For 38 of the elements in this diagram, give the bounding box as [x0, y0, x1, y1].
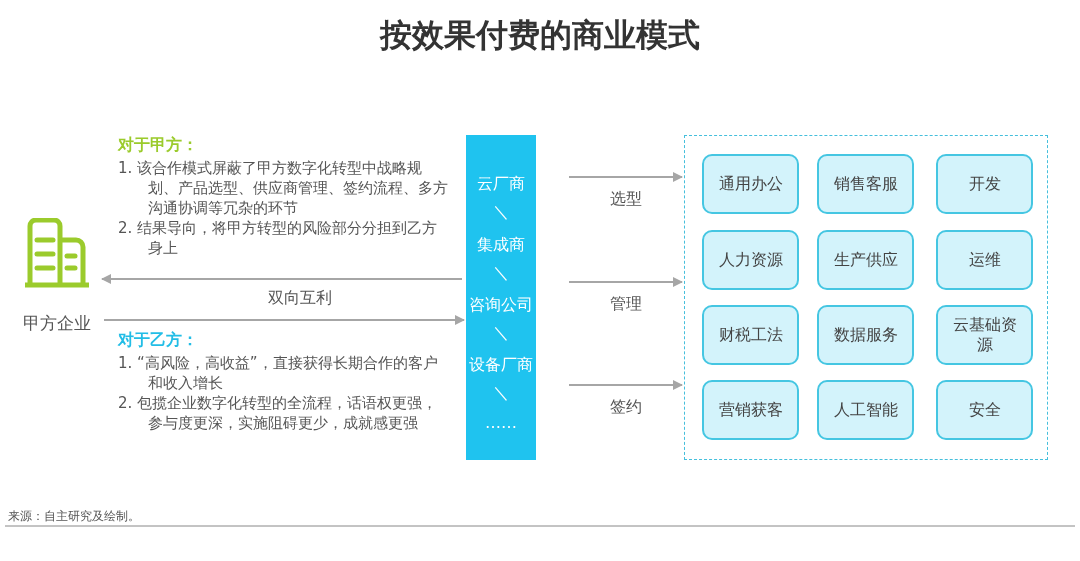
source-note: 来源：自主研究及绘制。 [8, 508, 141, 524]
function-box: 财税工法 [702, 305, 799, 365]
list-item: 1. “高风险，高收益”，直接获得长期合作的客户和收入增长 [118, 353, 439, 393]
provider-bar [466, 135, 536, 460]
node-label: 甲方企业 [22, 312, 92, 335]
provider-label: 设备厂商 [468, 354, 534, 376]
function-box: 销售客服 [817, 154, 914, 214]
function-box: 生产供应 [817, 230, 914, 290]
separator-mark: ＼ [492, 322, 510, 344]
separator-mark: ＼ [492, 382, 510, 404]
function-box: 人工智能 [817, 380, 914, 440]
arrow [568, 380, 683, 390]
arrow [568, 172, 683, 182]
provider-label: 集成商 [476, 234, 526, 256]
heading: 对于甲方： [118, 135, 199, 155]
function-box: 营销获客 [702, 380, 799, 440]
function-box: 安全 [936, 380, 1033, 440]
function-box: 云基础资源 [936, 305, 1033, 365]
provider-label: …… [484, 412, 518, 434]
title: 按效果付费的商业模式 [378, 15, 701, 56]
function-box: 运维 [936, 230, 1033, 290]
list-item: 2. 包揽企业数字化转型的全流程，话语权更强，参与度更深，实施阻碍更少，成就感更强 [118, 393, 439, 433]
function-box: 数据服务 [817, 305, 914, 365]
heading: 对于乙方： [118, 330, 199, 350]
arrow [101, 274, 463, 284]
provider-label: 咨询公司 [468, 294, 534, 316]
separator-mark: ＼ [492, 262, 510, 284]
function-box: 开发 [936, 154, 1033, 214]
arrow [568, 277, 683, 287]
function-box: 人力资源 [702, 230, 799, 290]
provider-label: 云厂商 [476, 173, 526, 195]
arrow [103, 315, 465, 325]
list-item: 2. 结果导向，将甲方转型的风险部分分担到乙方身上 [118, 218, 439, 258]
function-box: 通用办公 [702, 154, 799, 214]
separator-mark: ＼ [492, 201, 510, 223]
dashed-container [684, 135, 1048, 460]
list-item: 1. 该合作模式屏蔽了甲方数字化转型中战略规划、产品选型、供应商管理、签约流程、多方沟通协调等冗杂的环节 [118, 158, 448, 218]
relation-label: 双向互利 [267, 288, 333, 308]
